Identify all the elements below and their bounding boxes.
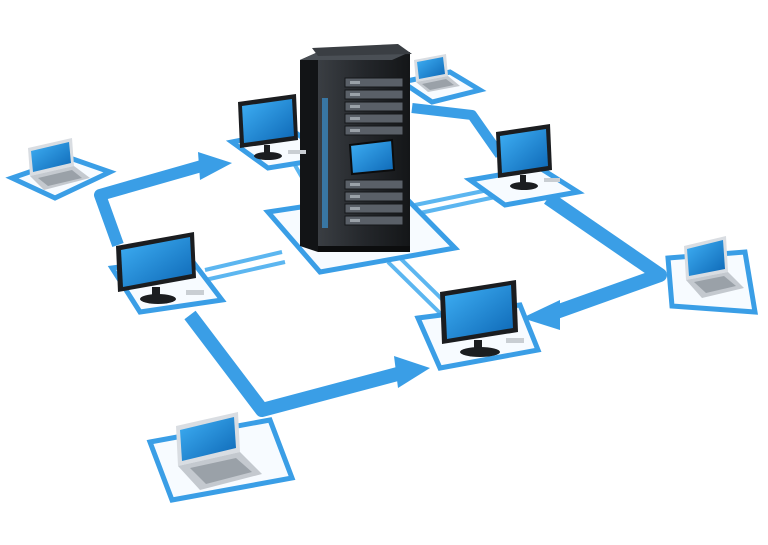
arrow-heads bbox=[198, 152, 560, 388]
link-center-down bbox=[386, 260, 447, 320]
arrow-icon bbox=[198, 152, 232, 180]
link-center-left-2 bbox=[204, 260, 286, 282]
server-rack-icon bbox=[300, 44, 412, 252]
path-left-down bbox=[184, 310, 407, 417]
laptop-icon bbox=[28, 138, 90, 190]
path-left-up bbox=[94, 159, 207, 248]
laptop-icon bbox=[176, 412, 262, 490]
laptop-icon bbox=[414, 54, 460, 92]
arrow-icon bbox=[394, 356, 430, 388]
desktop-monitor-icon bbox=[440, 280, 524, 357]
desktop-monitor-icon bbox=[238, 94, 306, 160]
link-center-left bbox=[204, 250, 283, 272]
path-right-down bbox=[544, 192, 667, 322]
rack-console-screen bbox=[348, 138, 396, 176]
path-top-right bbox=[411, 103, 505, 158]
desktop-monitor-icon bbox=[496, 124, 560, 190]
desktop-monitor-icon bbox=[116, 232, 204, 304]
link-center-right-2 bbox=[419, 194, 501, 215]
arrow-icon bbox=[522, 300, 560, 330]
laptop-icon bbox=[684, 236, 744, 298]
rack-units bbox=[344, 77, 404, 226]
